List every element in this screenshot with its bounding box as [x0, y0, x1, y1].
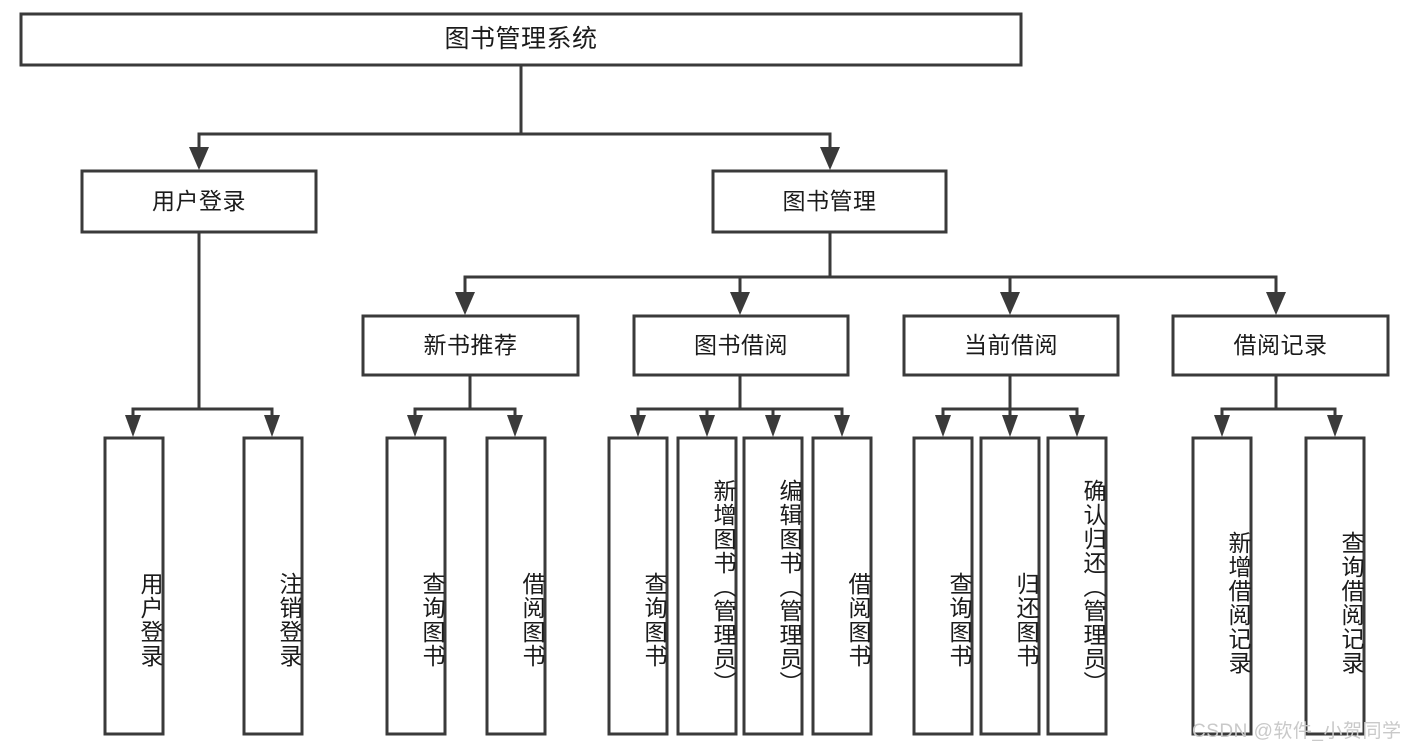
leaf-box-nb-query[interactable]: [385, 436, 447, 736]
arrow-head-leaf-nb-query: [407, 415, 423, 437]
arrow-head-current-borrow: [1000, 292, 1020, 315]
leaf-box-nb-borrow[interactable]: [485, 436, 547, 736]
node-borrow-record-box[interactable]: [1171, 314, 1390, 377]
arrow-head-leaf-bb-borrow: [834, 415, 850, 437]
leaf-box-bb-edit[interactable]: [742, 436, 804, 736]
leaf-box-user-login[interactable]: [103, 436, 165, 736]
arrow-head-leaf-logout: [264, 415, 280, 437]
leaf-box-bb-add[interactable]: [676, 436, 738, 736]
leaf-box-cb-query[interactable]: [912, 436, 974, 736]
leaf-box-bb-borrow[interactable]: [811, 436, 873, 736]
node-current-borrow-box[interactable]: [902, 314, 1120, 377]
node-user-login-box[interactable]: [80, 169, 318, 234]
leaf-box-cb-return[interactable]: [979, 436, 1041, 736]
leaf-box-br-query[interactable]: [1304, 436, 1366, 736]
arrow-head-user-login: [189, 147, 209, 170]
arrow-head-leaf-user-login: [125, 415, 141, 437]
leaf-box-bb-query[interactable]: [607, 436, 669, 736]
leaf-box-cb-confirm[interactable]: [1046, 436, 1108, 736]
arrow-head-leaf-cb-confirm: [1069, 415, 1085, 437]
arrow-head-leaf-bb-query: [630, 415, 646, 437]
arrow-head-book-borrow: [730, 292, 750, 315]
arrow-head-book-manage: [820, 147, 840, 170]
arrow-head-leaf-cb-return: [1002, 415, 1018, 437]
arrow-head-leaf-cb-query: [935, 415, 951, 437]
node-root-box[interactable]: [19, 12, 1023, 67]
node-book-manage-box[interactable]: [711, 169, 948, 234]
arrow-head-leaf-br-query: [1327, 415, 1343, 437]
connector-group-book-borrow: [630, 373, 850, 437]
leaf-box-br-add[interactable]: [1191, 436, 1253, 736]
arrow-head-leaf-br-add: [1214, 415, 1230, 437]
arrow-head-leaf-bb-edit: [765, 415, 781, 437]
node-new-book-box[interactable]: [361, 314, 580, 377]
arrow-head-leaf-bb-add: [699, 415, 715, 437]
connector-group-root: [189, 63, 840, 170]
node-book-borrow-box[interactable]: [632, 314, 850, 377]
connector-group-borrow-record: [1214, 373, 1343, 437]
arrow-head-borrow-record: [1266, 292, 1286, 315]
connector-group-new-book: [407, 373, 523, 437]
connector-group-current-borrow: [935, 373, 1085, 437]
connector-group-user-login: [125, 230, 280, 437]
leaf-box-logout[interactable]: [242, 436, 304, 736]
connector-group-book-manage: [455, 230, 1286, 315]
arrow-head-leaf-nb-borrow: [507, 415, 523, 437]
arrow-head-new-book: [455, 292, 475, 315]
